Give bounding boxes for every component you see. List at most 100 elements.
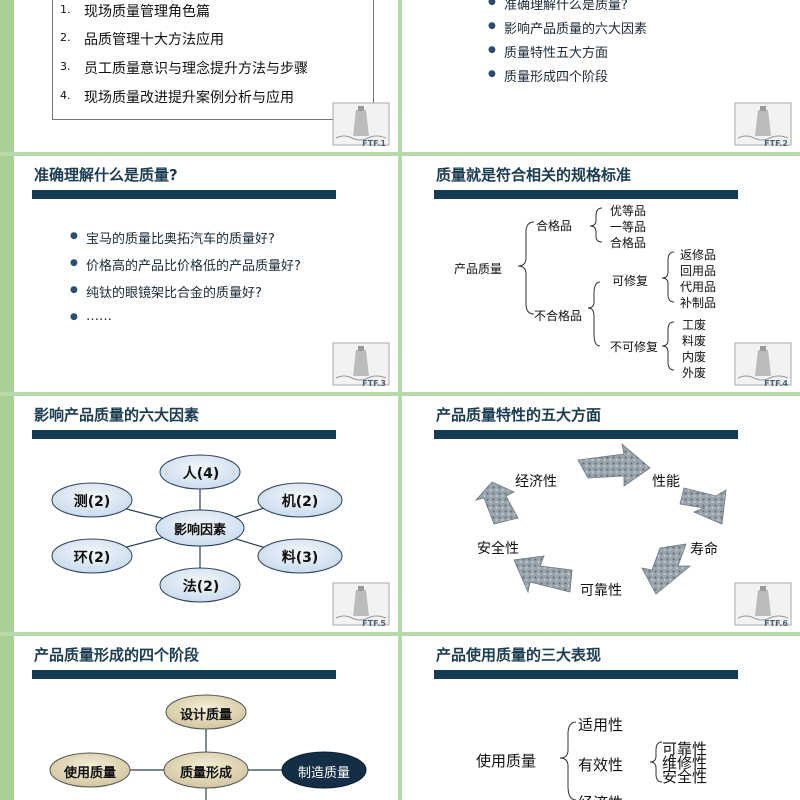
usage-sub: 安全性 bbox=[662, 768, 708, 786]
usage-branch: 有效性 bbox=[578, 756, 624, 774]
aspect-lifespan: 寿命 bbox=[690, 542, 718, 558]
agenda-box bbox=[52, 0, 374, 120]
list-item: 影响产品质量的六大因素 bbox=[488, 18, 647, 37]
tree-leaf: 优等品 bbox=[610, 204, 647, 218]
stage-use: 使用质量 bbox=[63, 766, 116, 781]
cycle-arrows bbox=[474, 442, 727, 595]
slide-stripe bbox=[0, 636, 14, 800]
slide-title: 产品使用质量的三大表现 bbox=[436, 646, 602, 664]
slide-divider bbox=[398, 0, 402, 800]
tree-node: 不合格品 bbox=[534, 309, 583, 323]
agenda-number: 2. bbox=[60, 31, 71, 44]
slide-8[interactable]: 产品使用质量的三大表现 使用质量 适用性 有效性 经济性 可靠性 维修性 安全性 bbox=[402, 636, 798, 800]
factor-diagram bbox=[51, 454, 343, 603]
title-bar bbox=[416, 190, 738, 199]
stage-diagram bbox=[49, 694, 367, 800]
slide-stripe bbox=[0, 0, 14, 152]
slide-2[interactable]: 准确理解什么是质量? 影响产品质量的六大因素 质量特性五大方面 质量形成四个阶段… bbox=[402, 0, 798, 152]
slide-1[interactable]: 1. 现场质量管理角色篇 2. 品质管理十大方法应用 3. 员工质量意识与理念提… bbox=[0, 0, 396, 152]
aspect-performance: 性能 bbox=[652, 474, 680, 490]
page-number: FTF.3 bbox=[362, 379, 386, 388]
tree-leaf: 代用品 bbox=[680, 280, 717, 294]
usage-sub: 维修性 bbox=[662, 754, 708, 772]
factor-method: 法(2) bbox=[182, 579, 220, 595]
title-bar bbox=[14, 430, 336, 439]
agenda-item: 员工质量意识与理念提升方法与步骤 bbox=[84, 61, 308, 77]
slide-stripe bbox=[0, 396, 14, 632]
tree-leaf: 回用品 bbox=[680, 264, 717, 278]
usage-braces bbox=[559, 721, 663, 800]
title-bar bbox=[14, 190, 336, 199]
tree-leaf: 料废 bbox=[682, 334, 707, 348]
list-item: …… bbox=[70, 309, 112, 324]
tree-leaf: 外废 bbox=[682, 366, 707, 380]
tree-node: 不可修复 bbox=[610, 340, 659, 354]
agenda-number: 3. bbox=[60, 60, 71, 73]
classification-braces bbox=[517, 207, 675, 371]
question-list: 宝马的质量比奥拓汽车的质量好? 价格高的产品比价格低的产品质量好? 纯钛的眼镜架… bbox=[70, 228, 376, 328]
stage-design: 设计质量 bbox=[179, 708, 232, 723]
tree-leaf: 合格品 bbox=[610, 236, 647, 250]
tree-node: 可修复 bbox=[612, 274, 649, 288]
usage-branch: 经济性 bbox=[578, 792, 623, 800]
title-bar bbox=[416, 430, 738, 439]
lighthouse-logo-icon bbox=[734, 342, 792, 386]
factor-environment: 环(2) bbox=[73, 550, 111, 566]
agenda-item: 现场质量改进提升案例分析与应用 bbox=[84, 90, 294, 106]
slide-7[interactable]: 产品质量形成的四个阶段 设计质量 使用质量 质量形成 制造质量 bbox=[0, 636, 396, 800]
factor-material: 料(3) bbox=[281, 550, 319, 566]
factor-center: 影响因素 bbox=[173, 523, 226, 538]
slide-title: 准确理解什么是质量? bbox=[34, 166, 178, 184]
slide-stripe bbox=[0, 156, 14, 392]
slide-5[interactable]: 影响产品质量的六大因素 人(4) 机(2) 料(3) 法(2) 环(2) bbox=[0, 396, 396, 632]
agenda-number: 4. bbox=[60, 89, 71, 102]
tree-node: 合格品 bbox=[536, 219, 573, 233]
aspect-reliability: 可靠性 bbox=[580, 583, 622, 599]
list-item: 价格高的产品比价格低的产品质量好? bbox=[70, 255, 301, 274]
tree-leaf: 内废 bbox=[682, 350, 707, 364]
list-item: 准确理解什么是质量? bbox=[488, 0, 628, 13]
slide-4[interactable]: 质量就是符合相关的规格标准 产品质量 合格品 优等品 一等品 合格品 不合格品 … bbox=[402, 156, 798, 392]
factor-person: 人(4) bbox=[182, 466, 220, 482]
stage-formation: 质量形成 bbox=[179, 766, 232, 781]
tree-leaf: 补制品 bbox=[680, 296, 717, 310]
slide-6[interactable]: 产品质量特性的五大方面 经济性 性能 寿命 可靠性 安全性 FTF.6 bbox=[402, 396, 798, 632]
tree-leaf: 一等品 bbox=[610, 220, 647, 234]
aspect-safety: 安全性 bbox=[477, 541, 519, 557]
slide-divider bbox=[0, 392, 800, 396]
page-number: FTF.5 bbox=[362, 619, 386, 628]
usage-sub: 可靠性 bbox=[662, 740, 708, 758]
slide-title: 产品质量特性的五大方面 bbox=[436, 406, 602, 424]
topic-list: 准确理解什么是质量? 影响产品质量的六大因素 质量特性五大方面 质量形成四个阶段 bbox=[488, 0, 784, 104]
lighthouse-logo-icon bbox=[332, 582, 390, 626]
tree-leaf: 返修品 bbox=[680, 248, 717, 262]
page-number: FTF.1 bbox=[362, 139, 386, 148]
list-item: 质量形成四个阶段 bbox=[488, 66, 608, 85]
slide-divider bbox=[0, 632, 800, 636]
lighthouse-logo-icon bbox=[332, 102, 390, 146]
agenda-item: 品质管理十大方法应用 bbox=[84, 32, 224, 48]
page-number: FTF.4 bbox=[764, 379, 788, 388]
lighthouse-logo-icon bbox=[734, 102, 792, 146]
page-number: FTF.2 bbox=[764, 139, 788, 148]
page-number: FTF.6 bbox=[764, 619, 788, 628]
factor-machine: 机(2) bbox=[281, 494, 319, 510]
usage-branch: 适用性 bbox=[578, 716, 624, 734]
tree-root: 产品质量 bbox=[454, 262, 503, 276]
slide-3[interactable]: 准确理解什么是质量? 宝马的质量比奥拓汽车的质量好? 价格高的产品比价格低的产品… bbox=[0, 156, 396, 392]
lighthouse-logo-icon bbox=[734, 582, 792, 626]
list-item: 宝马的质量比奥拓汽车的质量好? bbox=[70, 228, 275, 247]
slide-title: 影响产品质量的六大因素 bbox=[34, 406, 200, 424]
tree-leaf: 工废 bbox=[682, 318, 707, 332]
title-bar bbox=[14, 670, 336, 679]
list-item: 纯钛的眼镜架比合金的质量好? bbox=[70, 282, 262, 301]
title-bar bbox=[416, 670, 738, 679]
usage-root: 使用质量 bbox=[476, 752, 537, 770]
slide-title: 质量就是符合相关的规格标准 bbox=[436, 166, 632, 184]
aspect-economy: 经济性 bbox=[515, 474, 557, 490]
agenda-number: 1. bbox=[60, 3, 71, 16]
list-item: 质量特性五大方面 bbox=[488, 42, 608, 61]
agenda-item: 现场质量管理角色篇 bbox=[84, 4, 210, 20]
stage-manufacturing: 制造质量 bbox=[297, 766, 350, 781]
factor-measurement: 测(2) bbox=[73, 494, 111, 510]
